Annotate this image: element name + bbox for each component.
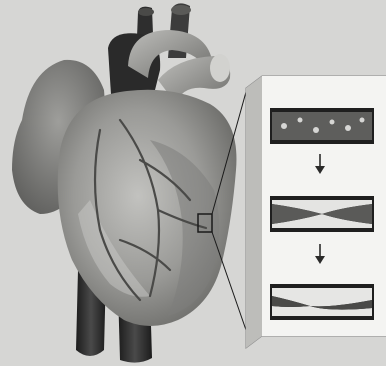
artery-severely-narrowed — [270, 284, 374, 320]
artery-healthy — [270, 108, 374, 144]
artery-progression-panel — [246, 76, 386, 348]
artery-partially-narrowed — [270, 196, 374, 232]
